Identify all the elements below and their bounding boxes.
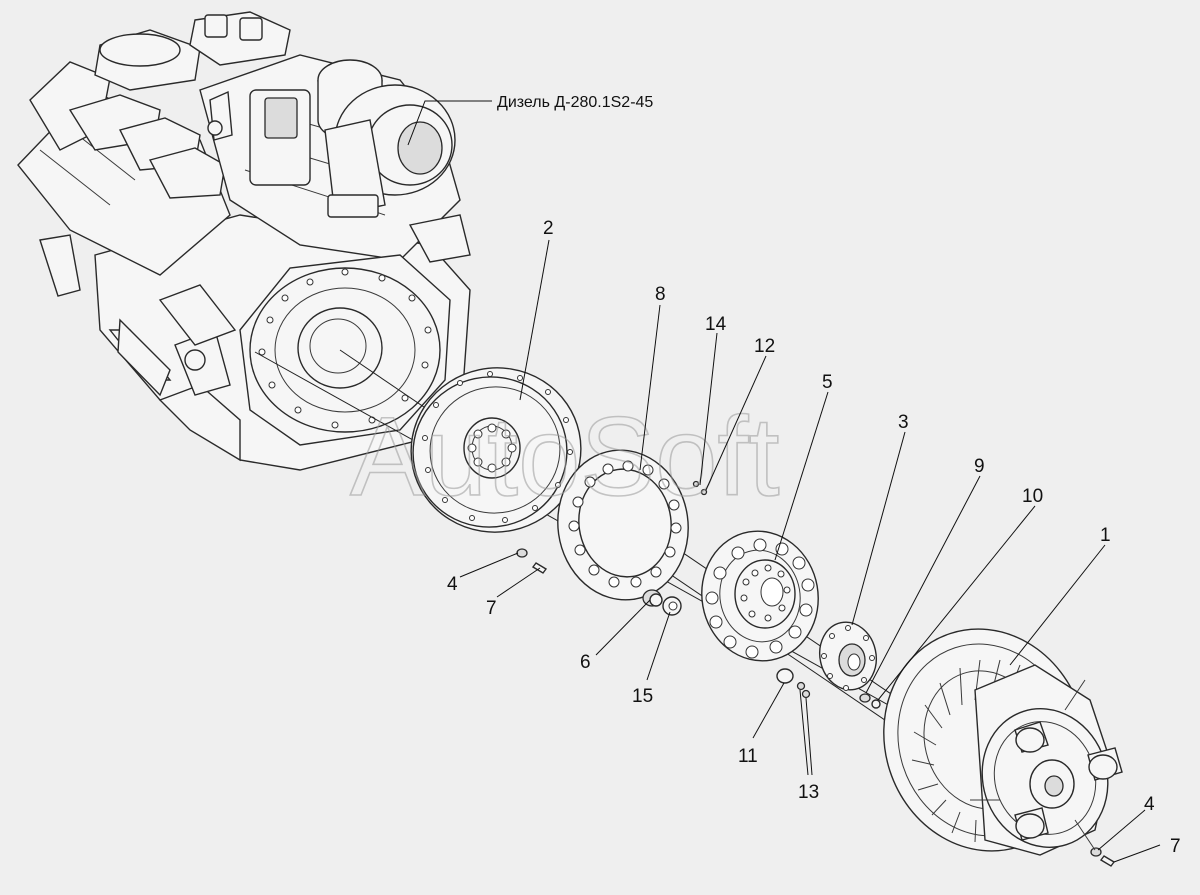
housing-flange (1014, 721, 1123, 841)
callout-7-lower: 7 (1170, 836, 1181, 857)
callout-2: 2 (543, 218, 554, 239)
callout-7-upper: 7 (486, 598, 497, 619)
bearing-part-15 (662, 596, 682, 616)
callout-9: 9 (974, 456, 985, 477)
flywheel-part-2 (410, 367, 582, 533)
callout-13: 13 (798, 782, 819, 803)
callout-4-upper: 4 (447, 574, 458, 595)
plate-part-8 (557, 449, 689, 601)
callout-14: 14 (705, 314, 727, 335)
engine-drawing (17, 11, 471, 471)
callout-10: 10 (1022, 486, 1043, 507)
callout-5: 5 (822, 372, 833, 393)
callout-12: 12 (754, 336, 775, 357)
hub-part-3 (819, 621, 877, 691)
watermark-text: AutoSoft (350, 394, 780, 519)
callout-11: 11 (738, 746, 758, 767)
callout-4-lower: 4 (1144, 794, 1155, 815)
callout-8: 8 (655, 284, 666, 305)
callout-1: 1 (1100, 525, 1111, 546)
callout-6: 6 (580, 652, 591, 673)
leader-lines (407, 100, 1161, 863)
housing-part-1 (883, 628, 1123, 856)
disc-part-5 (701, 530, 819, 662)
callout-3: 3 (898, 412, 909, 433)
small-parts (516, 480, 1116, 867)
callout-15: 15 (632, 686, 653, 707)
engine-label: Дизель Д-280.1S2-45 (497, 94, 653, 111)
